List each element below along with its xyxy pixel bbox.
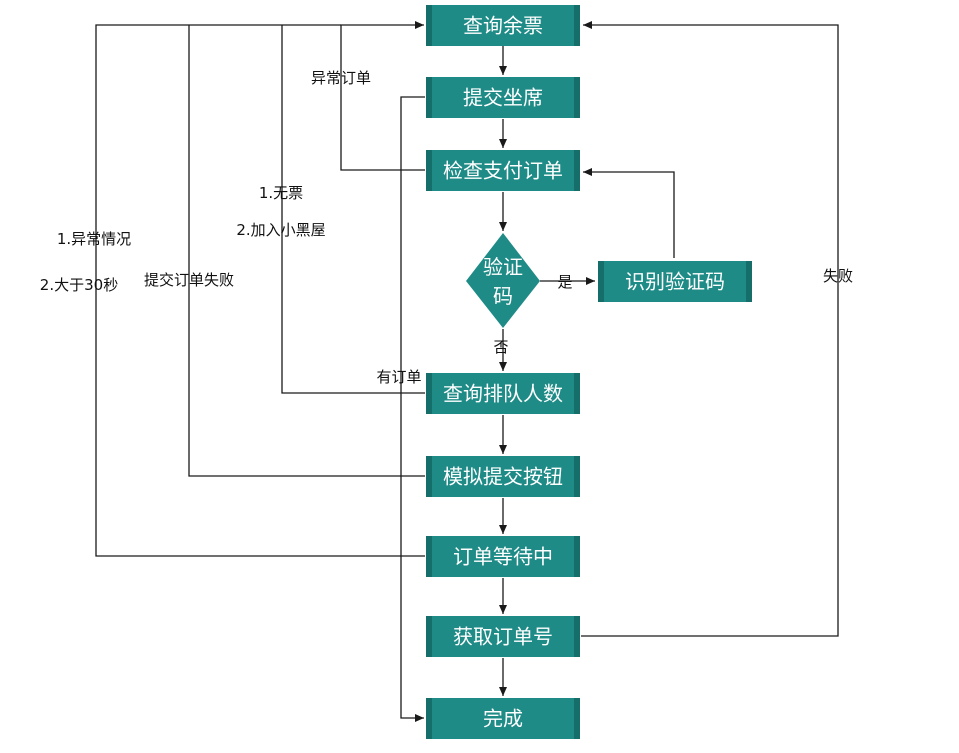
edge-getorder-failed-loop bbox=[581, 21, 839, 637]
node-order-waiting: 订单等待中 bbox=[426, 536, 580, 577]
edge-check-abnormal-order-loop bbox=[340, 21, 425, 171]
label-submit-order-failed: 提交订单失败 bbox=[144, 271, 234, 289]
label-yes: 是 bbox=[557, 273, 572, 291]
node-submit-seat-label: 提交坐席 bbox=[463, 86, 543, 110]
node-query-queue-count-label: 查询排队人数 bbox=[443, 382, 563, 406]
node-simulate-submit-button-label: 模拟提交按钮 bbox=[443, 465, 563, 489]
node-check-payment-order: 检查支付订单 bbox=[426, 150, 580, 191]
node-captcha-decision: 验证 码 bbox=[466, 233, 540, 328]
node-recognize-captcha: 识别验证码 bbox=[598, 261, 752, 302]
label-abnormal-order: 异常订单 bbox=[311, 69, 371, 87]
node-done: 完成 bbox=[426, 698, 580, 739]
node-query-tickets: 查询余票 bbox=[426, 5, 580, 46]
label-no: 否 bbox=[493, 338, 508, 356]
edge-simulate-failed-loop bbox=[188, 25, 425, 477]
node-get-order-number-label: 获取订单号 bbox=[453, 625, 553, 649]
edge-queue-noticket-loop bbox=[281, 25, 425, 394]
node-order-waiting-label: 订单等待中 bbox=[453, 545, 553, 569]
label-abnormal-situation: 1.异常情况 bbox=[57, 230, 131, 248]
label-failed: 失败 bbox=[823, 267, 853, 285]
label-blacklisted: 2.加入小黑屋 bbox=[236, 221, 325, 239]
node-recognize-captcha-label: 识别验证码 bbox=[625, 270, 725, 294]
node-captcha-label-line1: 验证 bbox=[483, 255, 523, 279]
label-has-order: 有订单 bbox=[376, 368, 421, 386]
label-over-30s: 2.大于30秒 bbox=[40, 276, 118, 294]
edge-recognize-to-check bbox=[583, 168, 675, 258]
edge-submit-hasorder-to-done bbox=[400, 96, 425, 722]
edge-labels: 异常订单 1.无票 2.加入小黑屋 1.异常情况 2.大于30秒 提交订单失败 … bbox=[40, 69, 853, 386]
node-submit-seat: 提交坐席 bbox=[426, 77, 580, 118]
node-get-order-number: 获取订单号 bbox=[426, 616, 580, 657]
node-check-payment-order-label: 检查支付订单 bbox=[443, 159, 563, 183]
node-query-tickets-label: 查询余票 bbox=[463, 14, 543, 38]
edges bbox=[95, 21, 839, 722]
node-query-queue-count: 查询排队人数 bbox=[426, 373, 580, 414]
edge-waiting-abnormal-loop bbox=[95, 24, 425, 557]
node-simulate-submit-button: 模拟提交按钮 bbox=[426, 456, 580, 497]
label-no-tickets: 1.无票 bbox=[259, 184, 303, 202]
node-captcha-label-line2: 码 bbox=[493, 284, 513, 308]
node-done-label: 完成 bbox=[483, 707, 523, 731]
